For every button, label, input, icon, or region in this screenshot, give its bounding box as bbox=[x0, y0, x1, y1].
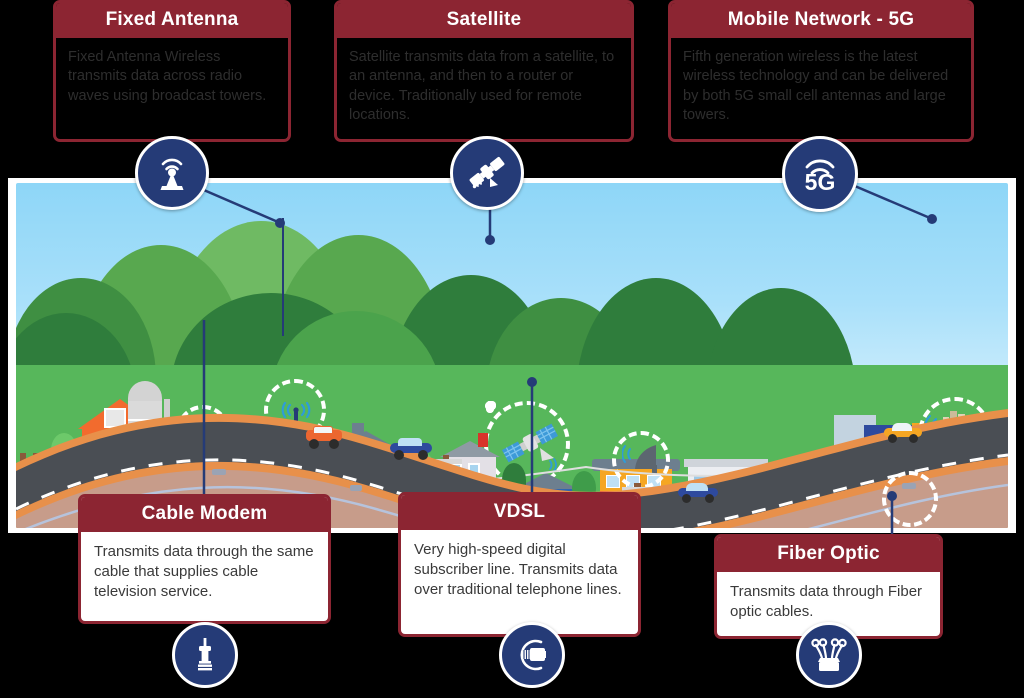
badge-vdsl[interactable] bbox=[499, 622, 565, 688]
card-cable-modem[interactable]: Cable Modem Transmits data through the s… bbox=[78, 494, 331, 624]
card-vdsl-body: Very high-speed digital subscriber line.… bbox=[414, 541, 622, 598]
rooftop-satellite-dish-icon bbox=[622, 445, 657, 474]
building-yellow-window-1 bbox=[606, 475, 620, 488]
underground-access-marker-2 bbox=[350, 485, 362, 491]
5g-signal-icon: 5G bbox=[797, 151, 843, 197]
halo-orbit-satellite bbox=[488, 401, 496, 409]
card-mobile-network-5g-body: Fifth generation wireless is the latest … bbox=[683, 49, 949, 124]
halo-fiber-access bbox=[882, 471, 938, 527]
card-cable-modem-title: Cable Modem bbox=[81, 497, 328, 532]
card-satellite-title: Satellite bbox=[337, 3, 631, 38]
utility-pole-suburb-1-arm bbox=[430, 459, 462, 464]
vehicle-blue-car-right bbox=[676, 483, 720, 503]
connector-line-vdsl bbox=[527, 377, 537, 496]
satellite-icon bbox=[465, 151, 509, 195]
card-fiber-optic-title: Fiber Optic bbox=[717, 537, 940, 572]
card-mobile-network-5g[interactable]: Mobile Network - 5G Fifth generation wir… bbox=[668, 0, 974, 142]
underground-access-marker-1 bbox=[212, 469, 226, 475]
office-building-top bbox=[684, 459, 768, 467]
vehicle-blue-suv bbox=[388, 438, 434, 460]
card-satellite[interactable]: Satellite Satellite transmits data from … bbox=[334, 0, 634, 142]
card-fixed-antenna[interactable]: Fixed Antenna Fixed Antenna Wireless tra… bbox=[53, 0, 291, 142]
card-mobile-network-5g-title: Mobile Network - 5G bbox=[671, 3, 971, 38]
fiber-access-marker bbox=[902, 483, 916, 489]
badge-mobile-network-5g[interactable]: 5G bbox=[782, 136, 858, 212]
silo-ring-1 bbox=[128, 419, 162, 421]
coaxial-connector-icon bbox=[185, 635, 225, 675]
house-grey-chimney bbox=[478, 433, 488, 447]
card-cable-modem-body: Transmits data through the same cable th… bbox=[94, 543, 314, 600]
card-vdsl[interactable]: VDSL Very high-speed digital subscriber … bbox=[398, 492, 641, 637]
ethernet-plug-icon bbox=[511, 634, 553, 676]
badge-fiber-optic[interactable] bbox=[796, 622, 862, 688]
card-vdsl-title: VDSL bbox=[401, 495, 638, 530]
fiber-strands-icon bbox=[808, 634, 850, 676]
vehicle-yellow-car bbox=[882, 423, 924, 443]
badge-fixed-antenna[interactable] bbox=[135, 136, 209, 210]
connector-line-cable-modem bbox=[202, 320, 206, 500]
badge-cable-modem[interactable] bbox=[172, 622, 238, 688]
house-blue-chimney bbox=[352, 423, 364, 437]
connector-line-fixed-antenna-vertical bbox=[282, 218, 284, 336]
card-fixed-antenna-body: Fixed Antenna Wireless transmits data ac… bbox=[68, 49, 267, 104]
5g-icon-label: 5G bbox=[805, 169, 836, 195]
badge-satellite[interactable] bbox=[450, 136, 524, 210]
card-satellite-body: Satellite transmits data from a satellit… bbox=[349, 49, 615, 124]
antenna-tower-icon bbox=[150, 151, 194, 195]
vehicle-orange-suv bbox=[304, 426, 344, 449]
house-navy-roof bbox=[514, 473, 578, 489]
card-fixed-antenna-title: Fixed Antenna bbox=[56, 3, 288, 38]
card-fiber-optic-body: Transmits data through Fiber optic cable… bbox=[730, 583, 923, 620]
